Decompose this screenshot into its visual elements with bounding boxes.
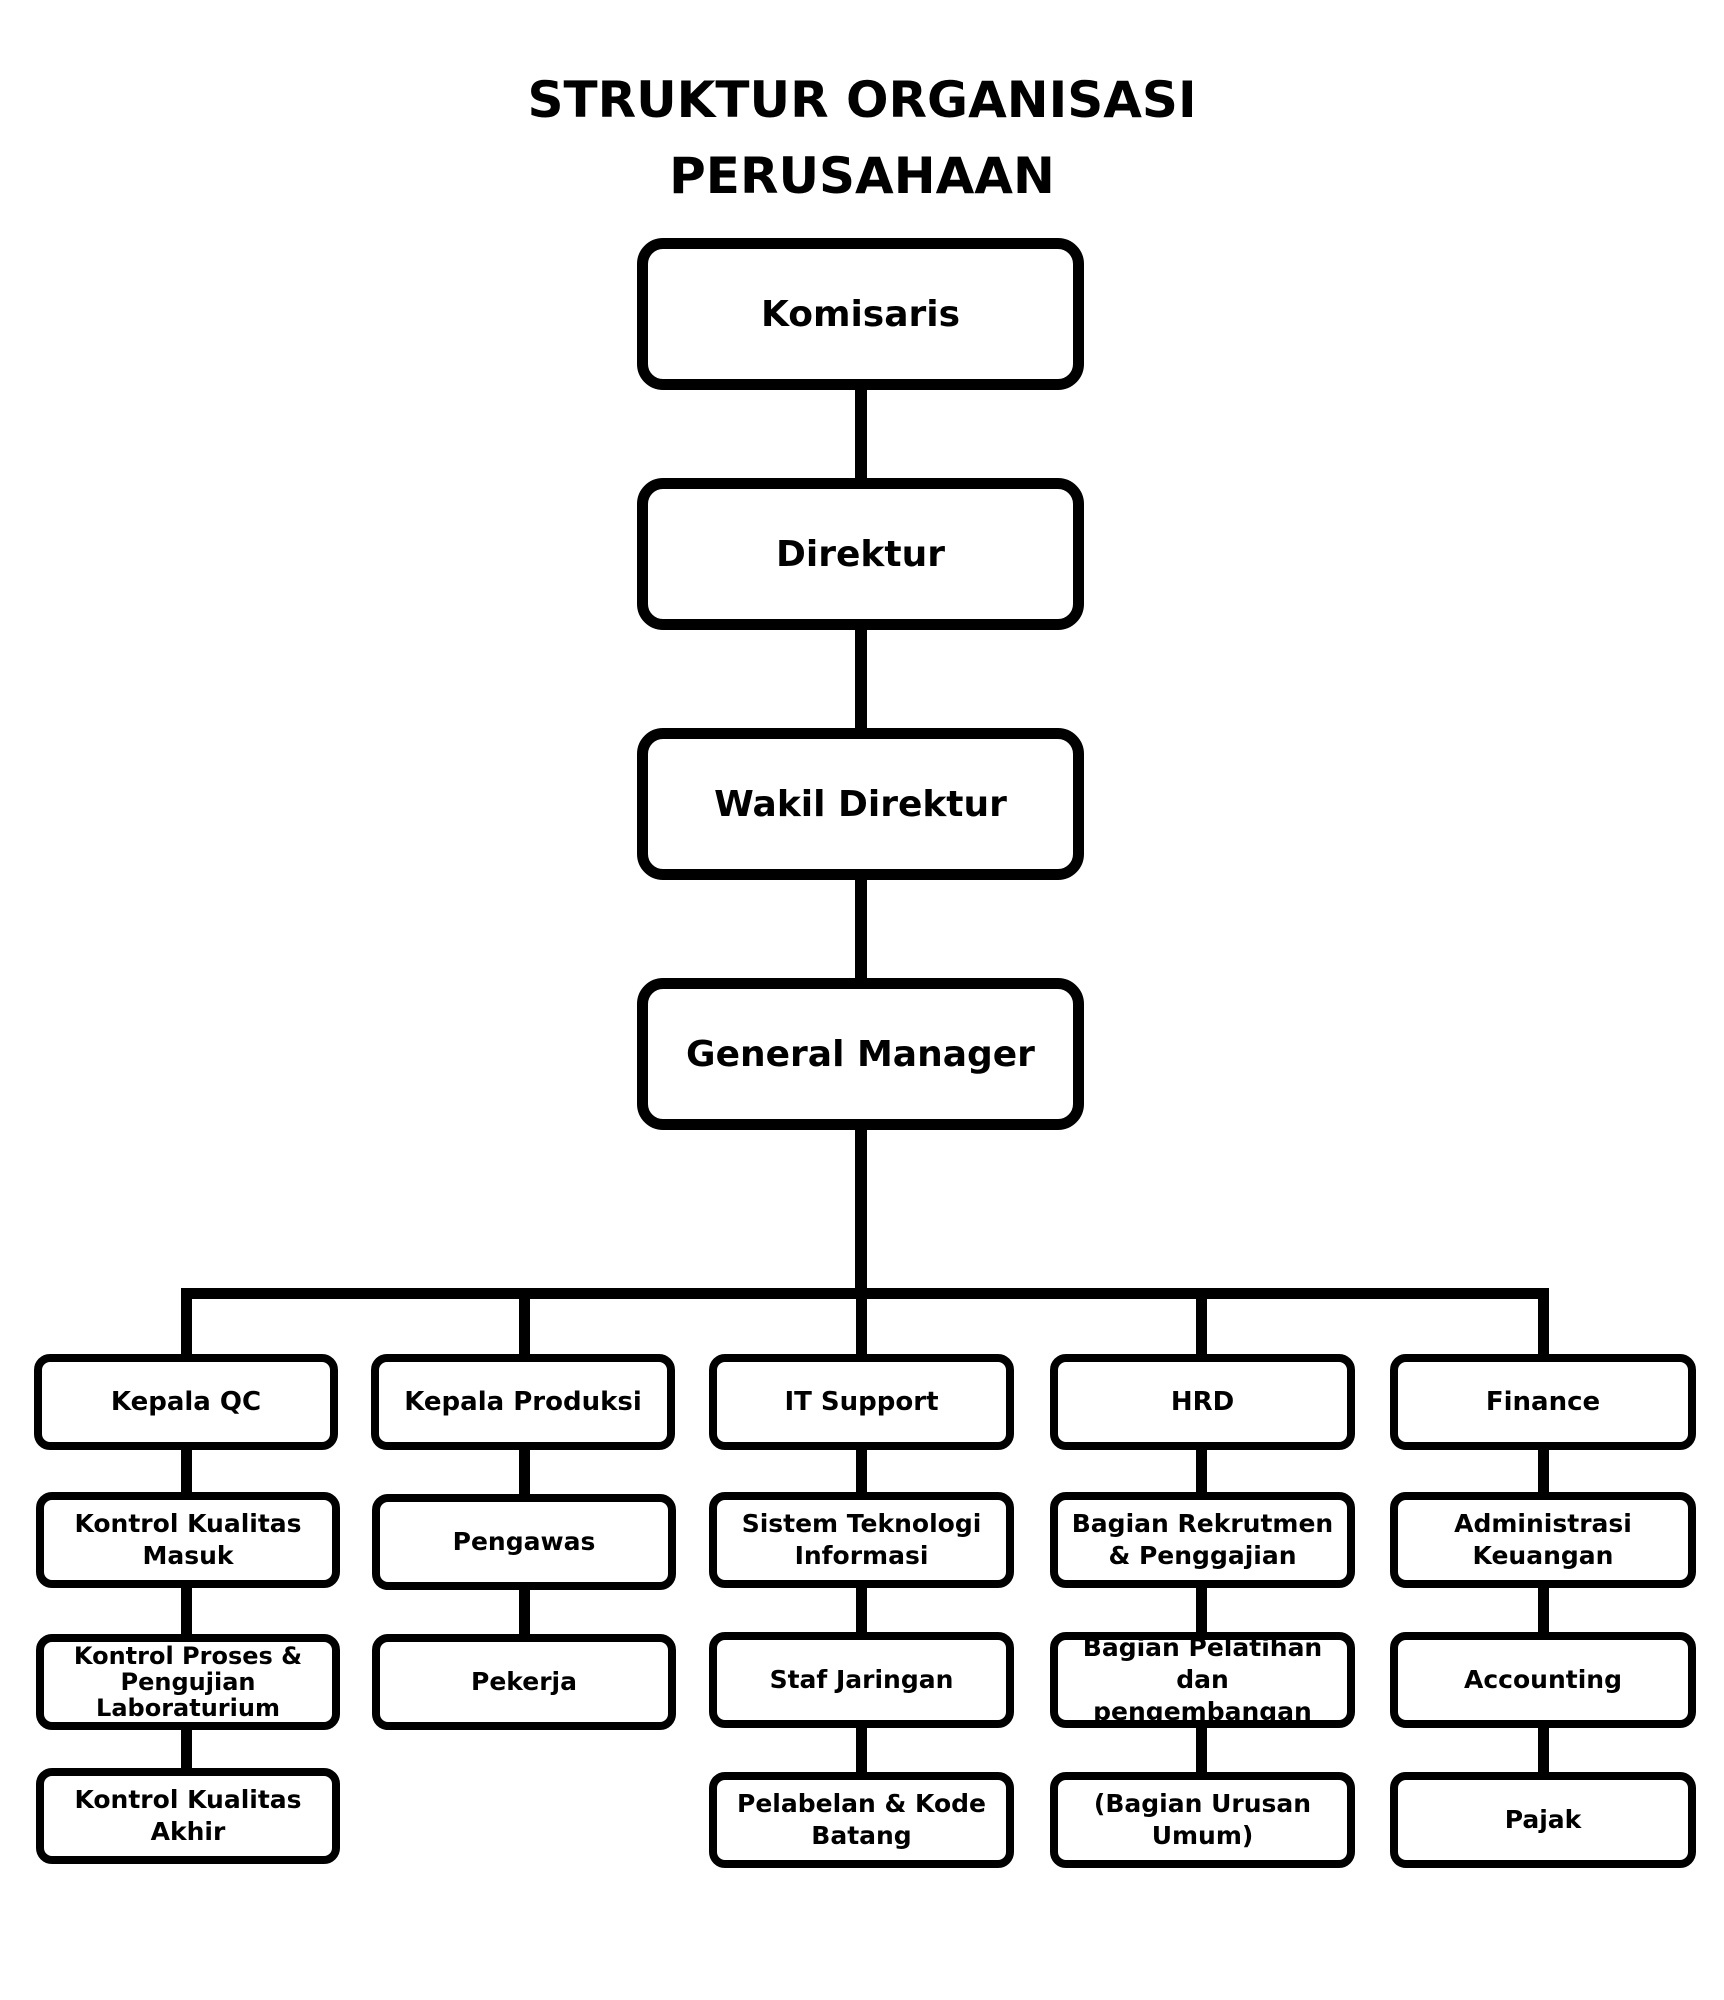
connector-wakil-gm	[855, 876, 867, 978]
node-kontrol-proses: Kontrol Proses & Pengujian Laboraturium	[36, 1634, 340, 1730]
node-it-support: IT Support	[709, 1354, 1014, 1450]
node-pekerja: Pekerja	[372, 1634, 676, 1730]
node-sistem-teknologi-informasi: Sistem Teknologi Informasi	[709, 1492, 1014, 1588]
drop-col-4	[1196, 1288, 1207, 1354]
drop-col-2	[519, 1288, 530, 1354]
node-general-manager: General Manager	[637, 978, 1084, 1130]
node-bagian-pelatihan: Bagian Pelatihan dan pengembangan	[1050, 1632, 1355, 1728]
node-bagian-urusan-umum: (Bagian Urusan Umum)	[1050, 1772, 1355, 1868]
connector-direktur-wakil	[855, 626, 867, 728]
drop-col-3	[856, 1288, 867, 1354]
node-kepala-qc: Kepala QC	[34, 1354, 338, 1450]
node-bagian-rekrutmen: Bagian Rekrutmen & Penggajian	[1050, 1492, 1355, 1588]
drop-col-1	[181, 1288, 192, 1354]
drop-col-5	[1538, 1288, 1549, 1354]
column-1-connector	[181, 1440, 192, 1780]
node-administrasi-keuangan: Administrasi Keuangan	[1390, 1492, 1696, 1588]
node-komisaris: Komisaris	[637, 238, 1084, 390]
node-accounting: Accounting	[1390, 1632, 1696, 1728]
node-kepala-produksi: Kepala Produksi	[371, 1354, 675, 1450]
node-kontrol-kualitas-akhir: Kontrol Kualitas Akhir	[36, 1768, 340, 1864]
column-5-connector	[1538, 1440, 1549, 1785]
column-3-connector	[856, 1440, 867, 1785]
node-finance: Finance	[1390, 1354, 1696, 1450]
node-pajak: Pajak	[1390, 1772, 1696, 1868]
connector-komisaris-direktur	[855, 386, 867, 478]
node-kontrol-kualitas-masuk: Kontrol Kualitas Masuk	[36, 1492, 340, 1588]
node-direktur: Direktur	[637, 478, 1084, 630]
column-4-connector	[1196, 1440, 1207, 1785]
node-wakil-direktur: Wakil Direktur	[637, 728, 1084, 880]
node-pengawas: Pengawas	[372, 1494, 676, 1590]
node-pelabelan-kode-batang: Pelabelan & Kode Batang	[709, 1772, 1014, 1868]
chart-title-line-1: STRUKTUR ORGANISASI	[527, 71, 1197, 129]
chart-title-line-2: PERUSAHAAN	[669, 147, 1055, 205]
connector-gm-branch	[855, 1126, 867, 1294]
node-staf-jaringan: Staf Jaringan	[709, 1632, 1014, 1728]
node-hrd: HRD	[1050, 1354, 1355, 1450]
